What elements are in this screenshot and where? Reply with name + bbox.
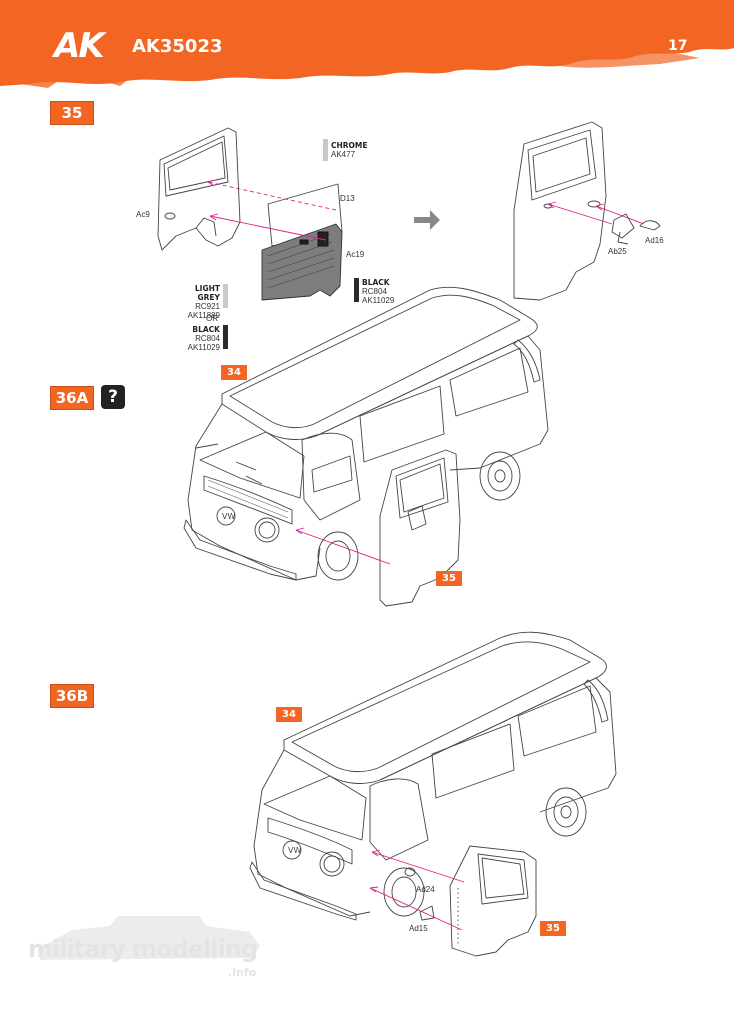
paint-black-b-code1: RC804	[195, 334, 220, 343]
part-label-ac19: Ac19	[346, 250, 365, 259]
ref-step-34-a: 34	[221, 365, 247, 380]
svg-text:VW: VW	[288, 846, 301, 855]
paint-black-a-code1: RC804	[362, 287, 387, 296]
paint-light-grey-name: LIGHT GREY	[194, 284, 220, 302]
paint-black-b: BLACK RC804 AK11029	[170, 325, 220, 352]
paint-chrome: CHROME AK477	[331, 141, 368, 159]
part-label-ac9: Ac9	[136, 210, 150, 219]
paint-or-text: OR	[206, 314, 218, 323]
paint-chrome-code: AK477	[331, 150, 356, 159]
step-35-badge: 35	[50, 101, 94, 125]
handle-ad16	[639, 220, 661, 231]
swatch-light-grey	[223, 284, 228, 308]
step-36b-badge: 36B	[50, 684, 94, 708]
ref-step-35-b: 35	[540, 921, 566, 936]
page-number: 17	[668, 38, 688, 54]
step-36a-badge: 36A	[50, 386, 94, 410]
paint-black-b-code2: AK11029	[187, 343, 220, 352]
paint-black-a-code2: AK11029	[362, 296, 395, 305]
paint-light-grey-code2: AK11889	[187, 311, 220, 320]
part-label-ad24: Ad24	[416, 885, 435, 894]
ref-step-34-b: 34	[276, 707, 302, 722]
swatch-black-a	[354, 278, 359, 302]
svg-text:VW: VW	[222, 512, 235, 521]
paint-light-grey: LIGHT GREY RC921 AK11889	[170, 284, 220, 320]
paint-light-grey-code1: RC921	[195, 302, 220, 311]
paint-black-a-name: BLACK	[362, 278, 390, 287]
header-brush-banner	[0, 0, 734, 88]
part-label-ab25: Ab25	[608, 247, 627, 256]
paint-black-b-name: BLACK	[192, 325, 220, 334]
part-label-ad16: Ad16	[645, 236, 664, 245]
part-label-d13: D13	[340, 194, 355, 203]
question-icon: ?	[101, 385, 125, 409]
paint-black-a: BLACK RC804 AK11029	[362, 278, 394, 305]
watermark-tank	[40, 916, 260, 960]
watermark-suffix: .info	[228, 966, 257, 979]
ref-step-35-a: 35	[436, 571, 462, 586]
door-assembled	[513, 121, 607, 301]
watermark-text: military modelling	[28, 935, 258, 963]
guide-arrows	[207, 179, 645, 931]
mirror-ab25	[611, 213, 635, 245]
swatch-black-b	[223, 325, 228, 349]
step-arrow	[414, 210, 440, 230]
van-36a: VW	[183, 286, 549, 607]
paint-chrome-name: CHROME	[331, 141, 368, 150]
van-36b: VW	[249, 631, 617, 957]
brand-logo: AK	[54, 26, 105, 66]
product-code: AK35023	[132, 36, 223, 57]
page-header: AK AK35023 17	[0, 0, 734, 95]
part-label-ad15: Ad15	[409, 924, 428, 933]
swatch-chrome	[323, 139, 328, 161]
door-shell-ac9	[157, 127, 241, 251]
